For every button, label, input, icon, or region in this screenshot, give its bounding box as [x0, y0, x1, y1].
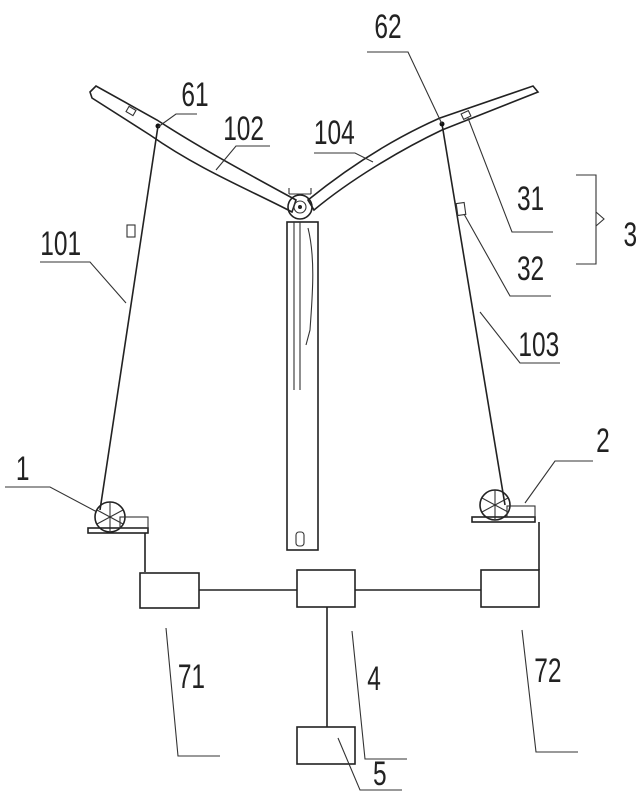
label-101: 101	[40, 225, 81, 263]
cable-101	[99, 125, 159, 511]
winch-1	[87, 501, 149, 534]
label-32: 32	[517, 250, 544, 288]
pulley-61-marker	[155, 123, 161, 129]
label-1: 1	[16, 450, 30, 488]
label-72: 72	[534, 652, 561, 690]
clamp-on-cable-101	[126, 224, 136, 238]
box-71	[139, 572, 200, 609]
label-3: 3	[624, 216, 638, 254]
label-5: 5	[373, 755, 387, 793]
winch-2	[471, 489, 536, 523]
box-4	[296, 569, 356, 608]
cable-103	[441, 123, 506, 506]
label-4: 4	[367, 660, 381, 698]
blade-right-104	[306, 85, 540, 212]
box-72	[480, 569, 540, 608]
hub	[287, 188, 313, 220]
label-2: 2	[596, 422, 610, 460]
leader-lines	[5, 51, 605, 791]
label-103: 103	[518, 326, 559, 364]
label-102: 102	[223, 110, 264, 148]
clamp-32	[455, 201, 467, 217]
label-104: 104	[314, 114, 355, 152]
label-71: 71	[178, 658, 205, 696]
box-5	[296, 726, 356, 765]
label-61: 61	[181, 76, 208, 114]
label-31: 31	[517, 180, 544, 218]
label-62: 62	[374, 8, 401, 46]
blade-down-tower	[286, 221, 319, 551]
